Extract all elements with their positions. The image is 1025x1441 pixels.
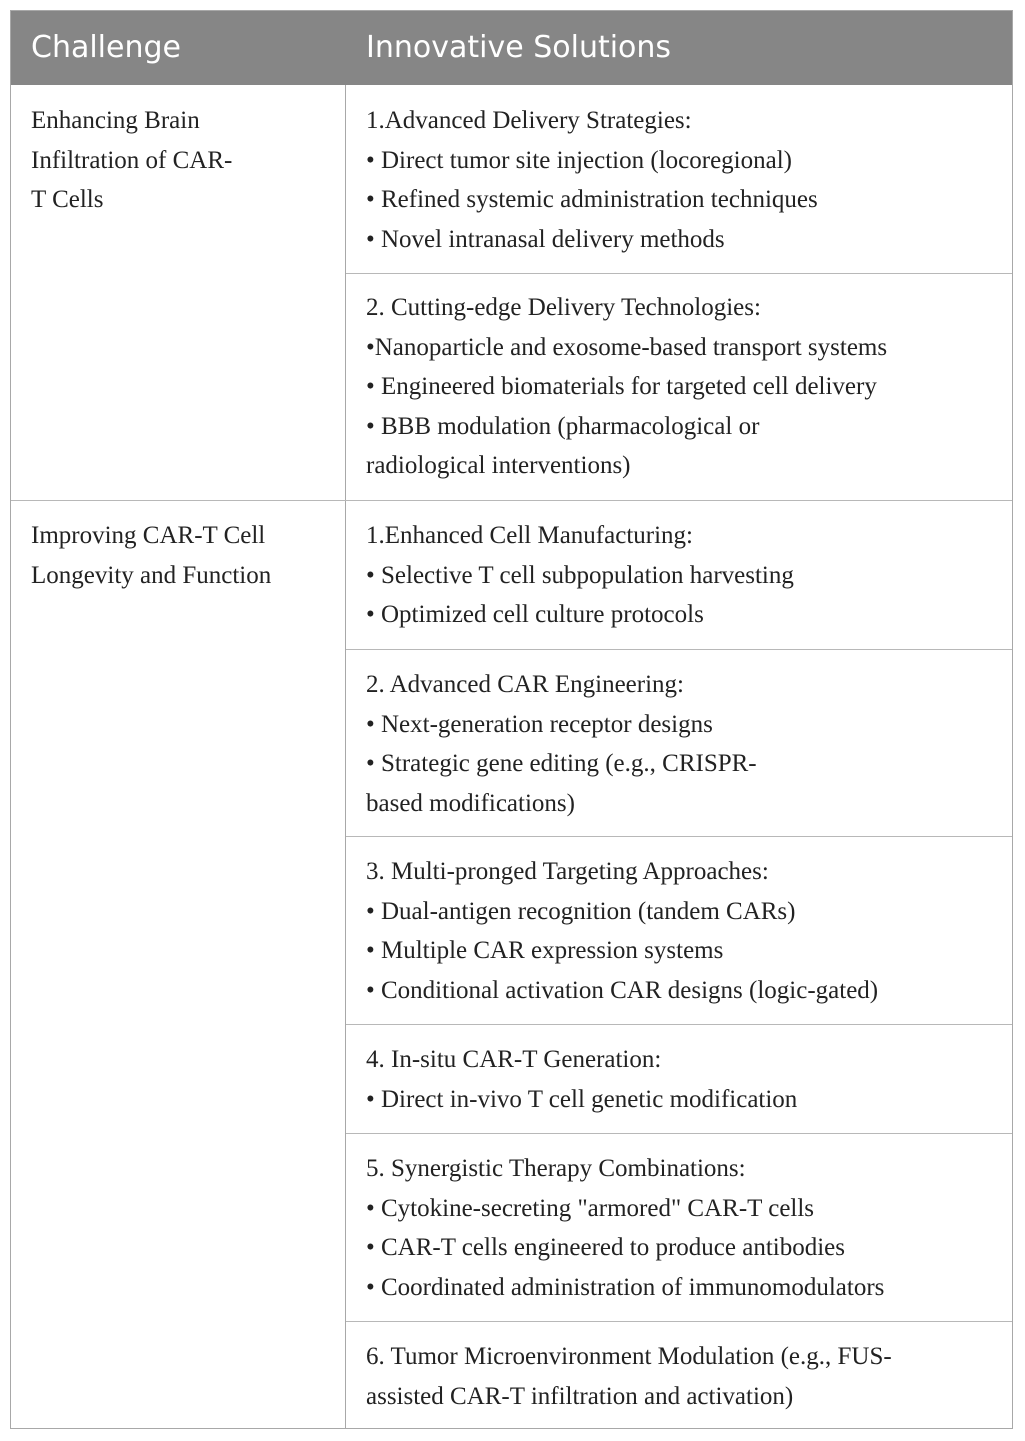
table-header: Challenge Innovative Solutions: [11, 11, 1012, 85]
row-divider: [346, 273, 1012, 274]
solution-cell: 6. Tumor Microenvironment Modulation (e.…: [366, 1343, 892, 1410]
solution-cell: 1.Enhanced Cell Manufacturing: • Selecti…: [366, 522, 794, 628]
row-divider: [346, 1133, 1012, 1134]
row-divider: [346, 1321, 1012, 1322]
challenge-cell: Enhancing Brain Infiltration of CAR- T C…: [31, 107, 233, 213]
row-divider: [346, 1024, 1012, 1025]
solution-cell: 2. Cutting-edge Delivery Technologies: •…: [366, 294, 888, 479]
row-divider: [346, 836, 1012, 837]
solution-cell: 2. Advanced CAR Engineering: • Next-gene…: [366, 671, 757, 817]
solutions-table: Challenge Innovative Solutions Enhancing…: [10, 10, 1013, 1429]
solution-cell: 1.Advanced Delivery Strategies: • Direct…: [366, 107, 818, 253]
header-solutions: Innovative Solutions: [366, 30, 672, 65]
solution-cell: 5. Synergistic Therapy Combinations: • C…: [366, 1155, 885, 1301]
solution-cell: 3. Multi-pronged Targeting Approaches: •…: [366, 858, 879, 1004]
challenge-cell: Improving CAR-T Cell Longevity and Funct…: [31, 522, 272, 589]
header-challenge: Challenge: [31, 30, 181, 65]
row-divider: [346, 649, 1012, 650]
row-divider: [11, 500, 1012, 501]
column-divider: [345, 85, 346, 1428]
solution-cell: 4. In-situ CAR-T Generation: • Direct in…: [366, 1046, 798, 1113]
